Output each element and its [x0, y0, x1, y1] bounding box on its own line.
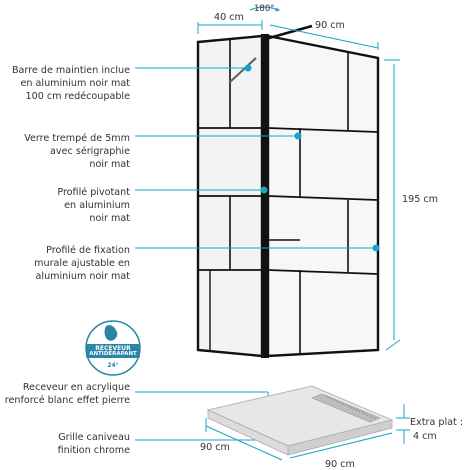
anti-slip-badge: RECEVEUR ANTIDÉRAPANT 24°: [82, 318, 144, 378]
top-dimensions: [197, 6, 379, 50]
main-panel-glass: [268, 36, 378, 356]
pivot-profile: [261, 34, 269, 358]
dim-rotation: 180°: [254, 4, 275, 14]
badge-line1: RECEVEUR: [95, 345, 131, 352]
dim-height: 195 cm: [402, 194, 438, 205]
badge-line2: ANTIDÉRAPANT: [89, 351, 137, 357]
dim-tray-width: 90 cm: [325, 459, 355, 470]
dim-extra-plat: Extra plat :: [410, 417, 464, 428]
dim-tray-depth: 90 cm: [200, 442, 230, 453]
badge-foot-icon: [85, 320, 141, 376]
holding-bar: [261, 24, 313, 42]
dim-extra-plat-value: 4 cm: [413, 431, 437, 442]
height-dimension: [384, 59, 401, 351]
shower-tray: [206, 385, 394, 456]
dim-top-right: 90 cm: [315, 20, 345, 31]
badge-line3: 24°: [107, 362, 119, 369]
tray-dimensions: [205, 404, 410, 461]
dim-top-left: 40 cm: [214, 12, 244, 23]
